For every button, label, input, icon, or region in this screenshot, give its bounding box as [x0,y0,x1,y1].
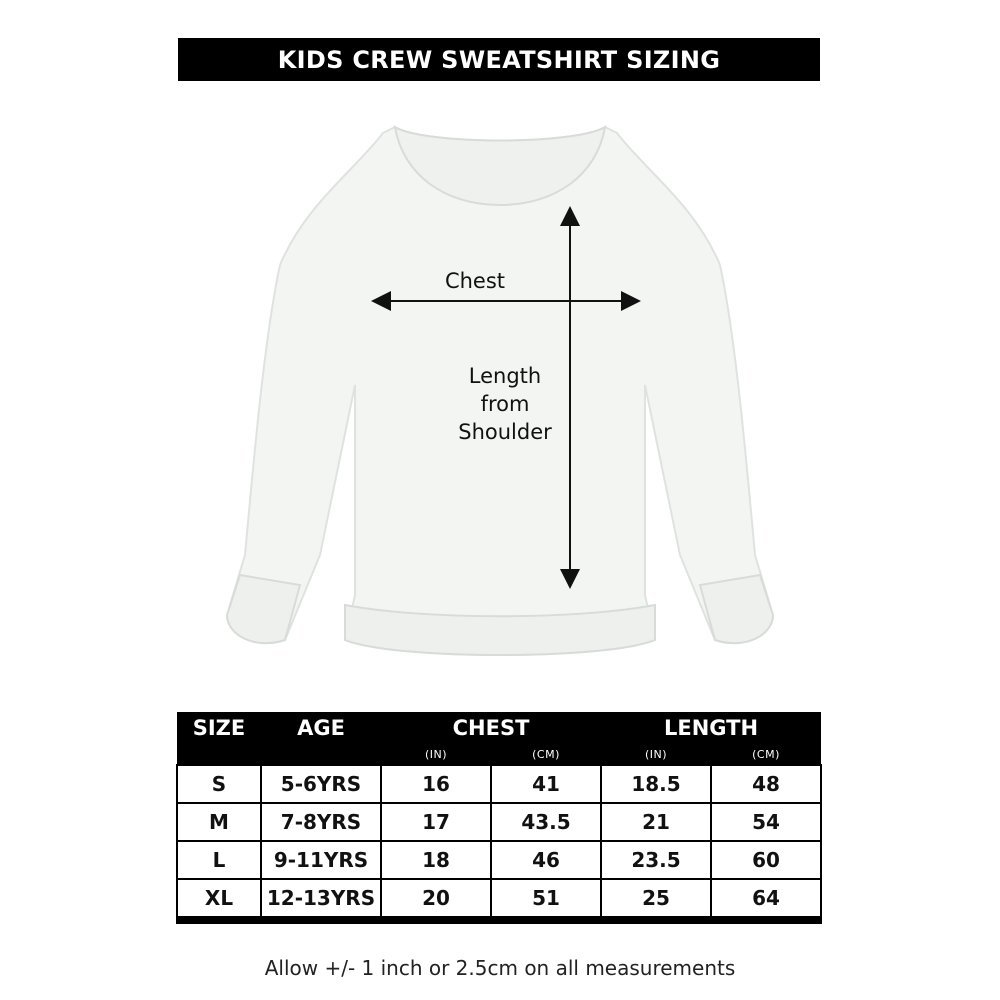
page-title: KIDS CREW SWEATSHIRT SIZING [178,38,820,81]
cell-size: L [176,840,262,880]
subheader-length-cm: (CM) [711,744,822,765]
cell-length-in: 21 [600,802,712,842]
table-row: S 5-6YRS 16 41 18.5 48 [176,764,823,804]
subheader-blank [177,744,261,765]
cell-age: 9-11YRS [260,840,382,880]
subheader-chest-in: (IN) [381,744,491,765]
header-age: AGE [261,712,381,744]
table-row: XL 12-13YRS 20 51 25 64 [176,878,823,924]
cell-length-cm: 48 [709,764,823,804]
cell-length-cm: 54 [709,802,823,842]
subheader-blank [261,744,381,765]
subheader-length-in: (IN) [601,744,711,765]
cell-length-in: 25 [600,878,712,924]
length-label-line: from [480,392,530,416]
header-size: SIZE [177,712,261,744]
header-length: LENGTH [601,712,822,744]
cell-size: S [176,764,262,804]
cell-chest-in: 18 [380,840,492,880]
cell-chest-in: 20 [380,878,492,924]
sweatshirt-right-cuff [698,573,775,645]
cell-size: XL [176,878,262,924]
measurement-footnote: Allow +/- 1 inch or 2.5cm on all measure… [264,956,736,980]
cell-chest-in: 16 [380,764,492,804]
table-row: L 9-11YRS 18 46 23.5 60 [176,840,823,880]
length-label-line: Length [468,364,542,388]
table-row: M 7-8YRS 17 43.5 21 54 [176,802,823,842]
cell-chest-in: 17 [380,802,492,842]
cell-age: 12-13YRS [260,878,382,924]
subheader-chest-cm: (CM) [491,744,601,765]
length-label: Length from Shoulder [440,362,570,446]
chest-label: Chest [444,269,506,293]
cell-size: M [176,802,262,842]
cell-age: 5-6YRS [260,764,382,804]
cell-chest-cm: 51 [490,878,602,924]
cell-age: 7-8YRS [260,802,382,842]
cell-chest-cm: 41 [490,764,602,804]
sweatshirt-waistband [344,603,656,656]
sweatshirt-illustration [225,125,775,656]
cell-length-in: 23.5 [600,840,712,880]
cell-length-cm: 60 [709,840,823,880]
sweatshirt-collar [393,125,607,207]
cell-chest-cm: 43.5 [490,802,602,842]
sweatshirt-left-cuff [225,573,302,645]
header-chest: CHEST [381,712,601,744]
cell-length-in: 18.5 [600,764,712,804]
length-label-line: Shoulder [458,420,552,444]
size-table: SIZE AGE CHEST LENGTH (IN) (CM) (IN) (CM… [176,712,823,924]
cell-chest-cm: 46 [490,840,602,880]
cell-length-cm: 64 [709,878,823,924]
